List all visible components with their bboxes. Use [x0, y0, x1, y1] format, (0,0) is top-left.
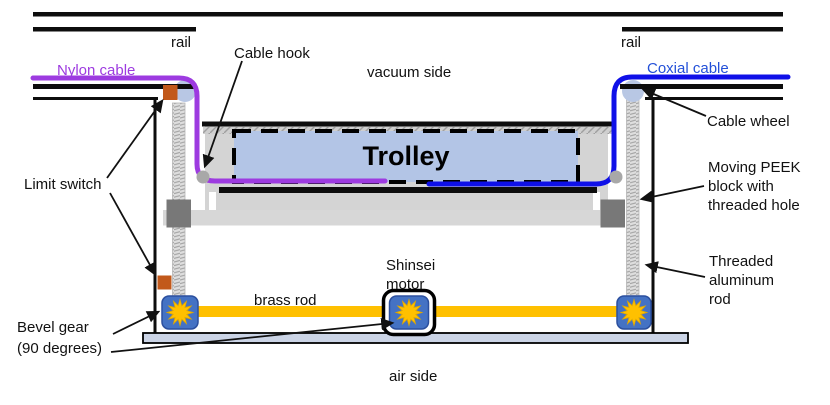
- coxial-cable-path: [426, 74, 791, 187]
- air-side-label: air side: [389, 368, 438, 385]
- brass-rod-label: brass rod: [254, 292, 317, 309]
- chamber-wall-right: [651, 99, 655, 334]
- shinsei-motor-label: Shinsei motor: [386, 257, 436, 293]
- coxial-cable-label: Coxial cable: [647, 60, 729, 77]
- crossbeam: [163, 210, 622, 226]
- arrow-peek-block: [639, 185, 705, 203]
- rail-label-left: rail: [171, 34, 192, 51]
- arrow-threaded-rod: [644, 261, 706, 278]
- arrow-cable-hook: [202, 60, 243, 169]
- rail-line-right: [622, 27, 783, 32]
- flange-line-left-lower: [33, 97, 158, 100]
- threaded-aluminum-rod-label: Threaded aluminum rod: [709, 253, 775, 308]
- flange-line-left-upper: [33, 84, 196, 89]
- arrow-cable-wheel: [641, 88, 707, 117]
- vacuum-side-label: vacuum side: [367, 64, 452, 81]
- nylon-cable-label: Nylon cable: [57, 62, 136, 79]
- rail-label-right: rail: [621, 34, 642, 51]
- cable-hook-left: [196, 170, 210, 184]
- arrow-bevel-gear-motor: [110, 318, 395, 353]
- chamber-top-line: [33, 12, 783, 17]
- arrow-limit-switch-bottom: [109, 192, 157, 277]
- peek-block-right: [600, 199, 625, 228]
- peek-block-left: [166, 199, 191, 228]
- threaded-rod-right: [626, 99, 640, 299]
- moving-peek-block-label: Moving PEEK block with threaded hole: [708, 159, 801, 214]
- limit-switch-top: [163, 85, 178, 100]
- limit-switch-label: Limit switch: [24, 176, 102, 193]
- trolley-box: [232, 129, 580, 184]
- cable-hook-right: [609, 170, 623, 184]
- flange-line-right-lower: [645, 97, 783, 100]
- annotation-arrows: [106, 60, 707, 353]
- flange-line-right-upper: [620, 84, 783, 89]
- trolley-label: Trolley: [362, 141, 450, 171]
- limit-switch-bottom: [157, 275, 172, 290]
- trolley-top-rail-line: [202, 121, 612, 127]
- bevel-gear-label: Bevel gear (90 degrees): [17, 319, 103, 357]
- platform-notch-right: [593, 192, 600, 210]
- arrow-bevel-gear-left: [112, 310, 161, 335]
- arrow-limit-switch-top: [106, 98, 164, 179]
- platform-notch-left: [209, 192, 216, 210]
- cable-hook-label: Cable hook: [234, 45, 310, 62]
- rail-line-left: [33, 27, 196, 32]
- cable-wheel-right: [622, 80, 644, 102]
- trolley-bottom-bar: [219, 187, 597, 193]
- cable-wheel-label: Cable wheel: [707, 113, 790, 130]
- chamber-wall-left: [153, 99, 157, 334]
